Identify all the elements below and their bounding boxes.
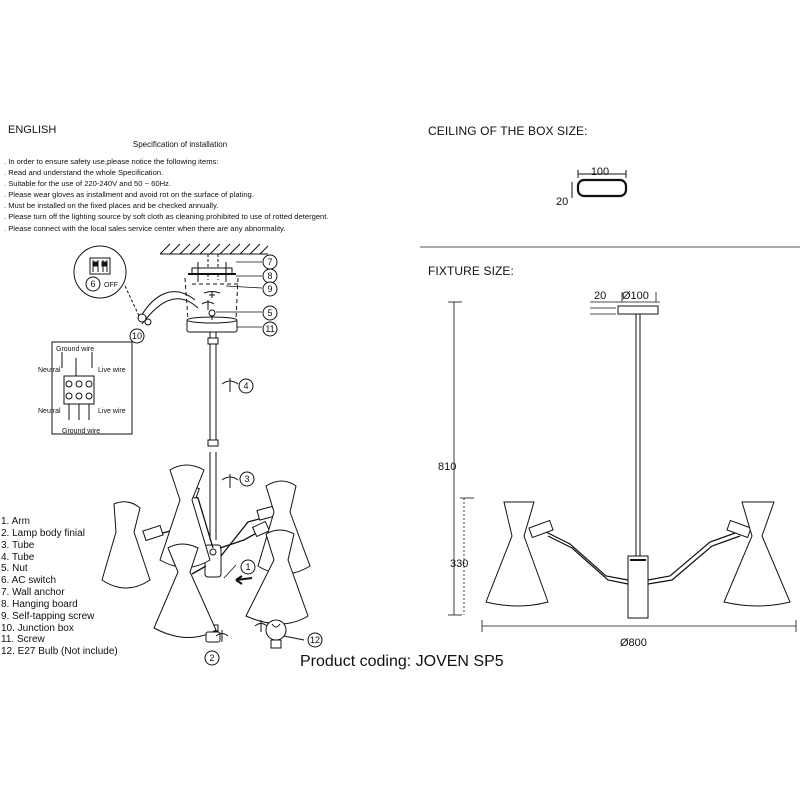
part-item: 4. Tube <box>1 551 35 563</box>
canopy-diameter-label: Ø100 <box>622 290 649 302</box>
fixture-shade-right <box>723 501 791 607</box>
part-item: 3. Tube <box>1 539 35 551</box>
neutral-bottom-label: Neutral <box>38 408 61 415</box>
canopy <box>186 309 238 333</box>
callout-2: 2 <box>209 653 214 663</box>
ceiling-hatch <box>159 243 269 255</box>
box-size-title: CEILING OF THE BOX SIZE: <box>428 124 588 138</box>
callout-6: 6 <box>90 279 95 289</box>
canopy-height-label: 20 <box>594 290 606 302</box>
part-item: 10. Junction box <box>1 622 74 634</box>
part-item: 5. Nut <box>1 563 28 575</box>
callout-circles <box>85 254 323 666</box>
hanging-board <box>184 254 240 321</box>
lamp-shades <box>101 464 311 639</box>
note-item: . Must be installed on the fixed places … <box>4 201 219 211</box>
arrow-icon <box>235 575 253 585</box>
note-item: . Suitable for the use of 220-240V and 5… <box>4 179 171 189</box>
language-heading: ENGLISH <box>8 124 57 136</box>
part-item: 1. Arm <box>1 516 30 527</box>
finial <box>205 631 221 643</box>
callout-7: 7 <box>267 257 272 267</box>
wiring-box <box>51 341 133 435</box>
box-height-label: 20 <box>556 196 568 208</box>
live-wire-bottom-label: Live wire <box>98 408 126 415</box>
live-wire-top-label: Live wire <box>98 367 126 374</box>
ceiling-box-shape <box>576 178 628 198</box>
body-height-label: 330 <box>450 558 468 570</box>
spec-title: Specification of installation <box>132 140 228 149</box>
callout-1: 1 <box>245 562 250 572</box>
part-item: 12. E27 Bulb (Not include) <box>1 646 118 658</box>
box-size-diagram: 100 20 <box>556 166 628 208</box>
safety-notes: . In order to ensure safety use,please n… <box>4 156 328 234</box>
ground-wire-top-label: Ground wire <box>56 346 94 353</box>
box-width-label: 100 <box>591 166 609 178</box>
callout-11: 11 <box>265 324 274 334</box>
ground-wire-bottom-label: Ground wire <box>62 428 100 435</box>
callout-4: 4 <box>243 381 248 391</box>
part-item: 6. AC switch <box>1 575 57 587</box>
note-item: . Read and understand the whole Specific… <box>4 168 164 178</box>
note-item: . Please connect with the local sales se… <box>4 223 286 233</box>
note-item: . Please turn off the lighting source by… <box>4 212 329 222</box>
fixture-size-title: FIXTURE SIZE: <box>428 264 514 278</box>
rotation-arrows <box>201 300 268 642</box>
callout-3: 3 <box>244 474 249 484</box>
feed-wire <box>137 291 199 326</box>
total-height-label: 810 <box>438 461 456 473</box>
span-label: Ø800 <box>620 637 647 649</box>
note-item: . Please wear gloves as installment and … <box>4 190 254 200</box>
fixture-center-body <box>627 555 649 619</box>
neutral-top-label: Neutral <box>38 367 61 374</box>
part-item: 7. Wall anchor <box>1 587 65 599</box>
callout-12: 12 <box>310 635 320 645</box>
callout-8: 8 <box>267 271 272 281</box>
part-item: 2. Lamp body finial <box>1 527 85 539</box>
switch-off-label: OFF <box>104 282 118 289</box>
callout-9: 9 <box>267 284 272 294</box>
parts-legend: 1. Arm 2. Lamp body finial 3. Tube 4. Tu… <box>1 516 118 658</box>
part-item: 11. Screw <box>1 634 45 646</box>
fixture-size-diagram: 20 Ø100 810 330 Ø800 <box>438 290 797 649</box>
installation-diagram: 7 8 9 5 11 10 6 4 3 1 2 12 OFF Ground wi… <box>38 243 323 666</box>
callout-5: 5 <box>267 308 272 318</box>
center-rod <box>207 332 219 540</box>
note-item: . In order to ensure safety use,please n… <box>4 157 219 166</box>
fixture-shade-left <box>485 501 549 607</box>
bulb-icon <box>265 619 305 649</box>
product-coding: Product coding: JOVEN SP5 <box>300 653 504 670</box>
leader-lines <box>216 261 263 579</box>
part-item: 9. Self-tapping screw <box>1 610 95 622</box>
fixture-canopy <box>617 305 659 315</box>
section-divider <box>420 246 800 248</box>
part-item: 8. Hanging board <box>1 598 78 610</box>
callout-10: 10 <box>132 331 142 341</box>
